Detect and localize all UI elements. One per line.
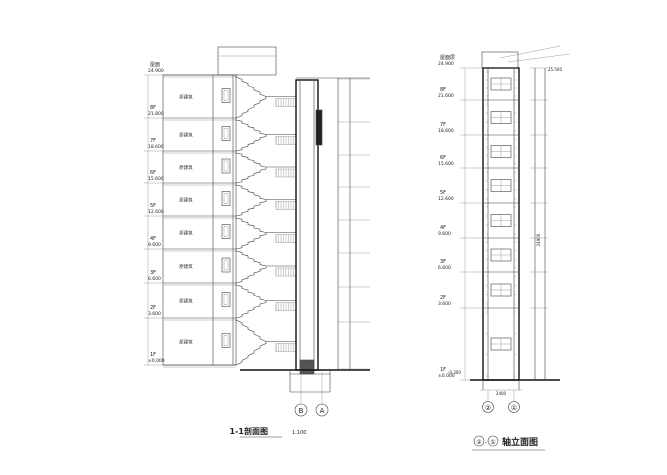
- room-label: 原建筑: [179, 164, 193, 171]
- floor-label: 3F: [150, 270, 156, 276]
- elevation-floor-label: 4F: [440, 225, 446, 231]
- elevation-floor-elev: 3.600: [438, 301, 451, 307]
- floor-elevation: 15.600: [148, 176, 164, 182]
- elevation-floor-elev: ±0.000: [438, 373, 455, 379]
- floor-elevation: 9.600: [148, 242, 161, 248]
- elevation-floor-label: 5F: [440, 190, 446, 196]
- door: [221, 257, 231, 273]
- elevation-floor-label: 6F: [440, 155, 446, 161]
- room-label: 原建筑: [179, 94, 193, 101]
- stair-flight: [235, 216, 267, 233]
- floor-elevation: 18.600: [148, 144, 164, 150]
- elevation-floor-elev: 6.600: [438, 265, 451, 271]
- elevation-top-elev: 25.500: [548, 67, 562, 72]
- elevation-floor-label: 屋面层: [440, 55, 455, 61]
- room-label: 原建筑: [179, 197, 193, 204]
- floor-label: 7F: [150, 138, 156, 144]
- room-label: 原建筑: [179, 298, 193, 305]
- door: [221, 292, 231, 307]
- floor-elevation: 21.800: [148, 111, 164, 117]
- stair-flight: [235, 266, 267, 284]
- svg-text:-: -: [485, 439, 487, 446]
- elevation-pit-elev: -0.300: [448, 370, 461, 375]
- stair-flight: [235, 341, 267, 366]
- stair-flight: [235, 151, 267, 168]
- stair-flight: [235, 232, 267, 250]
- elevation-total-dim: 24900: [536, 233, 541, 246]
- elevation-floor-elev: 18.600: [438, 128, 454, 134]
- elevation-floor-elev: 24.900: [438, 61, 454, 67]
- stair-flight: [235, 283, 267, 301]
- axis-label-a: A: [320, 407, 325, 415]
- floor-label: 5F: [150, 203, 156, 209]
- stair-flight: [235, 300, 267, 319]
- stair-flight: [235, 199, 267, 217]
- elev-axis-left: ②: [485, 404, 491, 412]
- elevation-floor-label: 7F: [440, 122, 446, 128]
- elevation-floor-label: 2F: [440, 295, 446, 301]
- floor-elevation: 6.600: [148, 276, 161, 282]
- elev-title-axis-left: ②: [476, 439, 482, 446]
- elevation-floor-elev: 9.600: [438, 231, 451, 237]
- floor-label: 屋面: [150, 62, 160, 68]
- door: [221, 88, 231, 103]
- door: [221, 191, 231, 206]
- door: [221, 333, 231, 348]
- floor-label: 8F: [150, 105, 156, 111]
- axis-bubble-a: [315, 403, 329, 417]
- stair-flight: [235, 249, 267, 267]
- room-label: 原建筑: [179, 339, 193, 346]
- stair-flight: [235, 96, 267, 119]
- floor-elevation: 3.600: [148, 311, 161, 317]
- axis-bubble-b: [294, 403, 308, 417]
- floor-elevation: 12.600: [148, 209, 164, 215]
- elevation-floor-elev: 12.600: [438, 196, 454, 202]
- floor-label: 2F: [150, 305, 156, 311]
- elev-title-axis-right: ①: [490, 439, 495, 446]
- elevation-floor-elev: 21.600: [438, 93, 454, 99]
- elevator-shaft: [295, 79, 319, 371]
- elevation-base-dim: 2400: [496, 391, 507, 396]
- section-drawing: B A 屋面24.900原建筑8F21.800原建筑7F18.600原建筑6F1…: [144, 46, 370, 438]
- door: [221, 224, 231, 239]
- elevation-title: 轴立面图: [502, 436, 538, 448]
- floor-label: 4F: [150, 236, 156, 242]
- axis-label-b: B: [299, 407, 304, 415]
- section-title: 1-1剖面图: [230, 426, 268, 436]
- stair-flight: [235, 167, 267, 184]
- stair-flight: [235, 134, 267, 152]
- floor-elevation: ±0.000: [148, 358, 165, 364]
- stair-flight: [235, 75, 267, 97]
- elev-axis-right: ①: [511, 404, 517, 412]
- floor-label: 6F: [150, 170, 156, 176]
- door: [221, 126, 231, 141]
- elevation-floor-label: 8F: [440, 87, 446, 93]
- elevation-floor-label: 3F: [440, 259, 446, 265]
- elevation-floor-label: 1F: [440, 367, 446, 373]
- floor-label: 1F: [150, 352, 156, 358]
- room-label: 原建筑: [179, 132, 193, 139]
- section-scale: 1:100: [292, 430, 306, 436]
- elevation-floor-elev: 15.600: [438, 161, 454, 167]
- door: [221, 158, 231, 174]
- building-outline: [162, 74, 237, 366]
- stair-flight: [235, 118, 267, 135]
- stair-flight: [235, 183, 267, 200]
- room-label: 原建筑: [179, 263, 193, 270]
- room-label: 原建筑: [179, 230, 193, 237]
- floor-elevation: 24.900: [148, 68, 164, 74]
- stair-flight: [235, 318, 267, 342]
